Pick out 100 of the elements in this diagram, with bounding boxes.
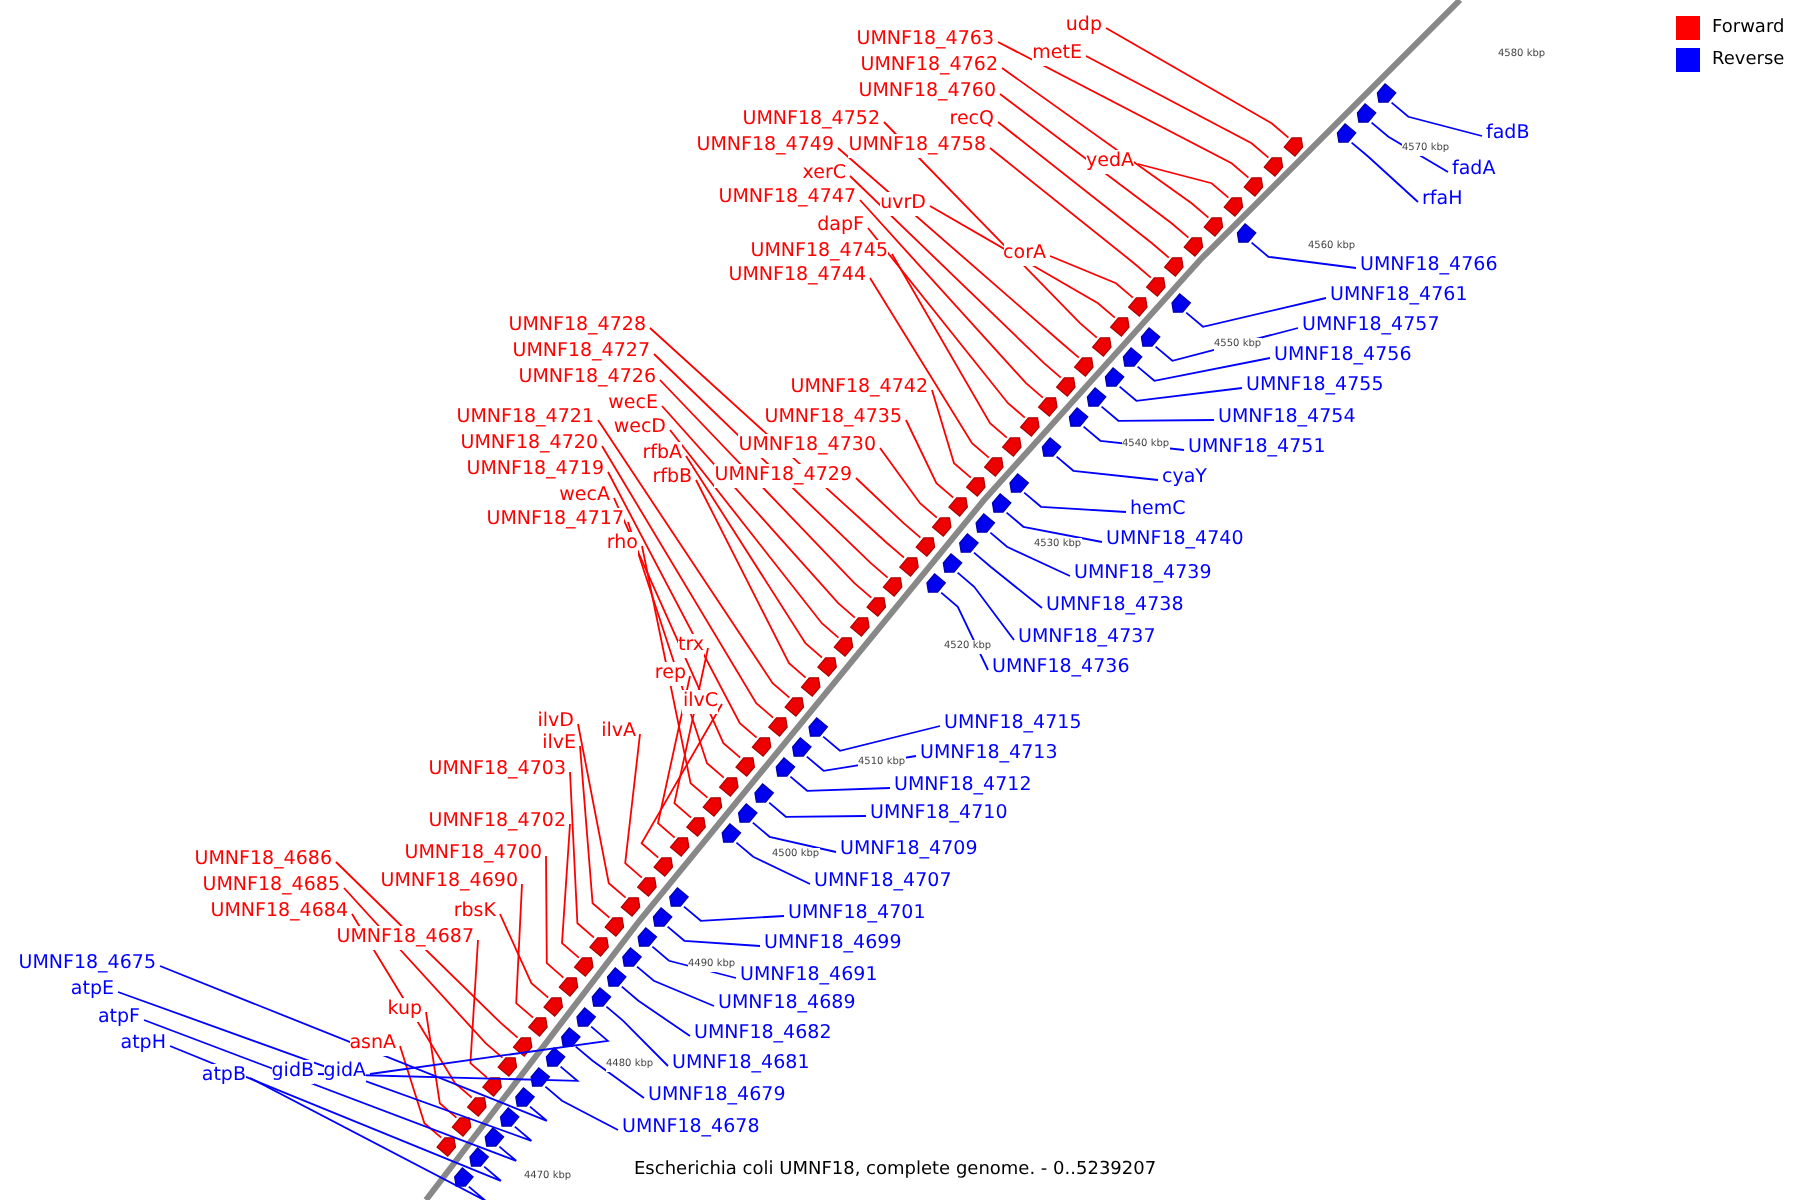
leader-line bbox=[574, 1045, 645, 1099]
gene-label: UMNF18_4689 bbox=[718, 992, 856, 1016]
gene-glyph bbox=[1055, 377, 1076, 397]
gene-label: UMNF18_4744 bbox=[728, 264, 866, 288]
gene-label: UMNF18_4756 bbox=[1274, 344, 1412, 368]
gene-label: cyaY bbox=[1162, 466, 1207, 490]
leader-line bbox=[544, 1085, 619, 1131]
gene-glyph bbox=[718, 777, 739, 797]
gene-glyph bbox=[484, 1127, 505, 1147]
gene-label: UMNF18_4751 bbox=[1188, 436, 1326, 460]
gene-label: gidB bbox=[271, 1060, 314, 1084]
gene-label: UMNF18_4686 bbox=[194, 848, 332, 872]
gene-glyph bbox=[948, 497, 968, 517]
gene-glyph bbox=[1001, 437, 1022, 457]
leader-line bbox=[1370, 121, 1449, 173]
leader-line bbox=[1049, 255, 1134, 299]
gene-glyph bbox=[1104, 367, 1125, 387]
gene-glyph bbox=[1183, 237, 1204, 257]
gene-label: UMNF18_4720 bbox=[460, 432, 598, 456]
leader-line bbox=[859, 199, 1044, 399]
gene-glyph bbox=[1203, 217, 1224, 237]
leader-line bbox=[940, 591, 989, 671]
leader-line bbox=[651, 945, 737, 979]
gene-glyph bbox=[898, 557, 919, 577]
gene-glyph bbox=[991, 493, 1012, 513]
gene-glyph bbox=[591, 987, 612, 1007]
gene-label: UMNF18_4754 bbox=[1218, 406, 1356, 430]
leader-line bbox=[879, 447, 938, 519]
gene-label: UMNF18_4740 bbox=[1106, 528, 1244, 552]
gene-glyph bbox=[866, 597, 887, 617]
gene-glyph bbox=[499, 1107, 520, 1127]
gene-glyph bbox=[589, 937, 609, 957]
gene-glyph bbox=[1041, 437, 1062, 457]
leader-line bbox=[997, 41, 1250, 179]
gene-label: UMNF18_4719 bbox=[466, 458, 604, 482]
leader-line bbox=[369, 1025, 610, 1075]
leader-line bbox=[855, 477, 922, 539]
leader-line bbox=[469, 939, 488, 1079]
gene-glyph bbox=[1145, 277, 1166, 297]
leader-line bbox=[997, 121, 1170, 259]
gene-glyph bbox=[530, 1067, 551, 1087]
gene-glyph bbox=[512, 1037, 533, 1057]
gene-label: UMNF18_4684 bbox=[210, 900, 348, 924]
gene-label: atpH bbox=[120, 1032, 166, 1056]
gene-label: UMNF18_4763 bbox=[856, 28, 994, 52]
gene-glyph bbox=[1037, 397, 1058, 417]
gene-glyph bbox=[1376, 83, 1397, 103]
gene-glyph bbox=[469, 1147, 490, 1167]
gene-glyph bbox=[1243, 177, 1264, 197]
gene-label: UMNF18_4709 bbox=[840, 838, 978, 862]
leader-line bbox=[999, 93, 1190, 239]
leader-line bbox=[545, 855, 565, 979]
leader-line bbox=[849, 175, 1062, 379]
gene-label: UMNF18_4715 bbox=[944, 712, 1082, 736]
leader-line bbox=[169, 1045, 502, 1182]
gene-label: rep bbox=[654, 662, 686, 686]
gene-glyph bbox=[686, 817, 706, 837]
gene-glyph bbox=[1091, 337, 1112, 357]
gene-label: UMNF18_4710 bbox=[870, 802, 1008, 826]
gene-glyph bbox=[800, 677, 821, 697]
gene-glyph bbox=[1127, 297, 1148, 317]
gene-glyph bbox=[636, 877, 657, 897]
leader-line bbox=[605, 1005, 669, 1067]
leader-line bbox=[1250, 241, 1357, 269]
gene-glyph bbox=[545, 1047, 566, 1067]
gene-label: UMNF18_4736 bbox=[992, 656, 1130, 680]
gene-label: UMNF18_4757 bbox=[1302, 314, 1440, 338]
gene-label: UMNF18_4700 bbox=[404, 842, 542, 866]
gene-glyph bbox=[1236, 223, 1257, 243]
leader-line bbox=[989, 531, 1071, 577]
gene-glyph bbox=[669, 837, 690, 857]
leader-line bbox=[601, 445, 774, 719]
gene-label: UMNF18_4747 bbox=[718, 186, 856, 210]
gene-label: atpB bbox=[201, 1064, 246, 1088]
leader-line bbox=[636, 965, 715, 1007]
gene-glyph bbox=[1086, 387, 1107, 407]
gene-label: corA bbox=[1003, 242, 1046, 266]
gene-glyph bbox=[833, 637, 854, 657]
gene-glyph bbox=[604, 917, 625, 937]
gene-glyph bbox=[1223, 197, 1244, 217]
gene-label: UMNF18_4675 bbox=[18, 952, 156, 976]
gene-glyph bbox=[735, 757, 756, 777]
gene-glyph bbox=[622, 947, 643, 967]
gene-glyph bbox=[497, 1057, 518, 1077]
gene-glyph bbox=[652, 907, 673, 927]
gene-glyph bbox=[653, 857, 674, 877]
gene-glyph bbox=[466, 1097, 487, 1117]
gene-label: UMNF18_4761 bbox=[1330, 284, 1468, 308]
gene-label: recQ bbox=[949, 108, 994, 132]
gene-label: UMNF18_4703 bbox=[428, 758, 566, 782]
gene-glyph bbox=[1283, 137, 1304, 157]
gene-label: UMNF18_4726 bbox=[518, 366, 656, 390]
gene-glyph bbox=[754, 783, 775, 803]
leader-line bbox=[515, 883, 534, 1019]
gene-label: UMNF18_4717 bbox=[486, 508, 624, 532]
leader-line bbox=[1136, 357, 1271, 382]
leader-line bbox=[883, 121, 1098, 339]
gene-glyph bbox=[915, 537, 936, 557]
gene-glyph bbox=[926, 573, 947, 593]
leader-line bbox=[768, 801, 867, 818]
